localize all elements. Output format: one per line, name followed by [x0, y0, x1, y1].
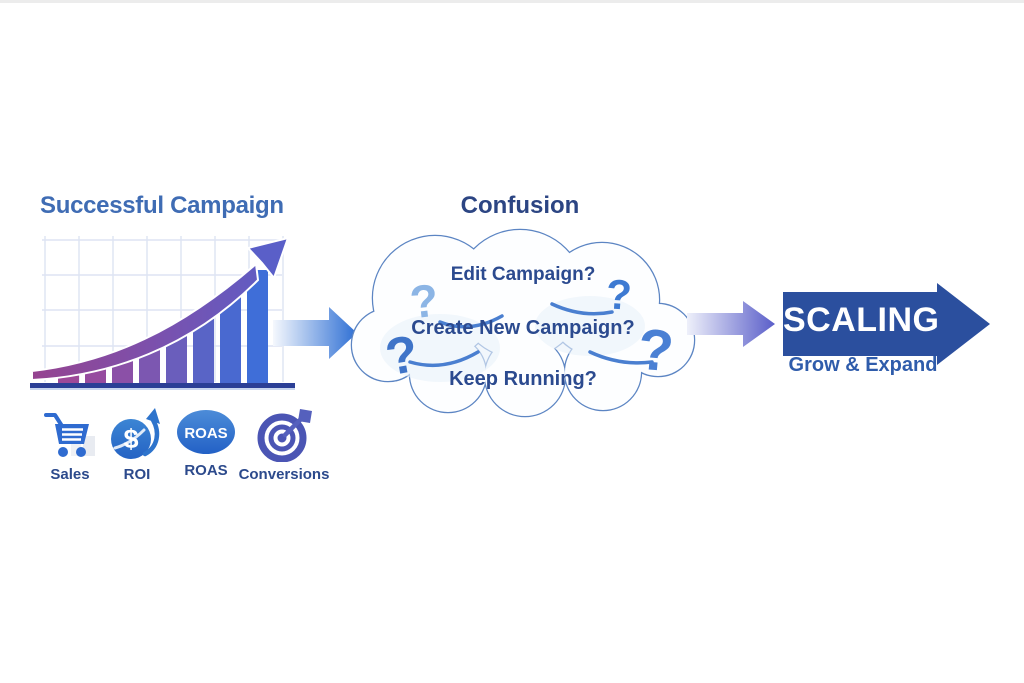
metric-label: Sales: [50, 466, 90, 483]
svg-text:$: $: [123, 424, 138, 454]
question-mark-icon: ?: [407, 273, 441, 329]
chart-baseline: [30, 383, 295, 390]
cloud-question-create: Create New Campaign?: [411, 317, 635, 339]
metric-conversions: Conversions: [238, 406, 330, 483]
roas-badge-icon: ROAS: [177, 410, 235, 454]
question-mark-icon: ?: [635, 316, 677, 385]
thought-cloud: [350, 228, 696, 418]
cloud-question-keep: Keep Running?: [449, 368, 597, 390]
question-mark-icon: ?: [604, 270, 634, 319]
chart-grid: [42, 236, 284, 382]
metric-roi: $ ROI: [104, 406, 170, 483]
scaling-heading: SCALING: [783, 301, 940, 339]
metric-label: ROI: [123, 466, 151, 483]
confusion-swoosh-lines: [408, 302, 654, 368]
scaling-subheading: Grow & Expand: [788, 354, 938, 376]
trend-arrow-icon: [31, 236, 290, 382]
metric-label: Conversions: [238, 466, 330, 483]
metric-label: ROAS: [184, 462, 228, 479]
shopping-cart-icon: [44, 413, 95, 457]
svg-text:ROAS: ROAS: [184, 425, 227, 442]
scaling-arrow-icon: [783, 283, 990, 365]
flow-arrow-left-icon: [273, 307, 357, 359]
chart-bars: [58, 270, 268, 383]
metric-sales: Sales: [36, 406, 104, 483]
metric-roas: ROAS ROAS: [172, 406, 240, 479]
left-section-title: Successful Campaign: [40, 192, 284, 219]
top-edge-line: [0, 0, 1024, 3]
cloud-shading: [380, 296, 645, 382]
middle-section-title: Confusion: [460, 192, 580, 219]
target-dart-icon: [257, 409, 312, 462]
dollar-growth-icon: $: [111, 408, 160, 459]
growth-chart: [30, 236, 295, 390]
flow-arrow-right-icon: [687, 301, 775, 347]
cloud-question-edit: Edit Campaign?: [450, 264, 596, 285]
